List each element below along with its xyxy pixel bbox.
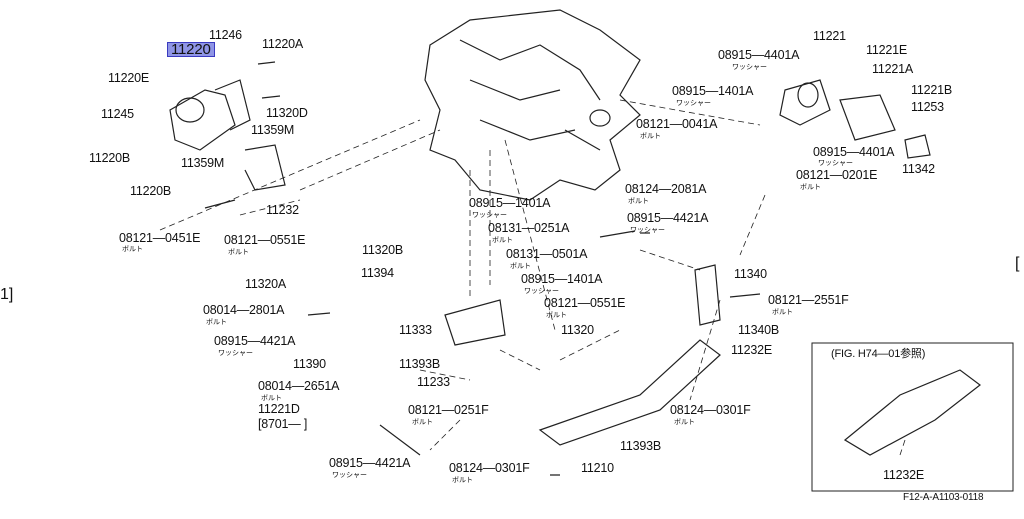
label-11359M-a: 11359M (251, 123, 295, 137)
label-08121-0551E-a: 08121—0551E (224, 233, 306, 247)
kana-bolt-7: ボルト (510, 263, 531, 270)
label-08915-1401A-a: 08915—1401A (672, 84, 754, 98)
right-edge-fragment: [ (1015, 255, 1020, 272)
label-08121-0041A: 08121—0041A (636, 117, 718, 131)
label-11342: 11342 (902, 162, 935, 176)
label-8701: [8701— ] (258, 417, 308, 431)
kana-bolt-14: ボルト (452, 477, 473, 484)
label-08915-4421A-b: 08915—4421A (214, 334, 296, 348)
label-08131-0251A: 08131—0251A (488, 221, 570, 235)
label-11340B: 11340B (738, 323, 779, 337)
kana-bolt-9: ボルト (206, 319, 227, 326)
kana-washer-7: ワッシャー (218, 350, 253, 357)
kana-bolt-13: ボルト (674, 419, 695, 426)
left-edge-fragment: 1] (0, 286, 14, 303)
label-08915-4421A-c: 08915—4421A (329, 456, 411, 470)
kana-bolt-11: ボルト (261, 395, 282, 402)
label-11320: 11320 (561, 323, 594, 337)
label-08915-1401A-b: 08915—1401A (469, 196, 551, 210)
label-08124-0301F-b: 08124—0301F (449, 461, 530, 475)
label-08014-2651A: 08014—2651A (258, 379, 340, 393)
label-11233: 11233 (417, 375, 450, 389)
label-11320B: 11320B (362, 243, 403, 257)
kana-washer-2: ワッシャー (676, 100, 711, 107)
label-11232: 11232 (266, 203, 299, 217)
label-08915-1401A-c: 08915—1401A (521, 272, 603, 286)
kana-washer-8: ワッシャー (332, 472, 367, 479)
label-08121-0551E-b: 08121—0551E (544, 296, 626, 310)
kana-bolt-4: ボルト (800, 184, 821, 191)
label-11253: 11253 (911, 100, 944, 114)
label-11393B-b: 11393B (620, 439, 661, 453)
label-08014-2801A: 08014—2801A (203, 303, 285, 317)
label-11221: 11221 (813, 29, 846, 43)
label-11245: 11245 (101, 107, 134, 121)
label-11221D: 11221D (258, 402, 300, 416)
label-11359M-b: 11359M (181, 156, 225, 170)
label-08124-0301F-a: 08124—0301F (670, 403, 751, 417)
label-11220A: 11220A (262, 37, 303, 51)
kana-bolt-5: ボルト (628, 198, 649, 205)
kana-bolt-2: ボルト (228, 249, 249, 256)
label-08121-2551F: 08121—2551F (768, 293, 849, 307)
kana-bolt-3: ボルト (640, 133, 661, 140)
kana-washer-1: ワッシャー (732, 64, 767, 71)
label-11340: 11340 (734, 267, 767, 281)
label-08121-0201E: 08121—0201E (796, 168, 878, 182)
label-11390: 11390 (293, 357, 326, 371)
kana-bolt-1: ボルト (122, 246, 143, 253)
label-11220E: 11220E (108, 71, 149, 85)
label-08915-4401A-b: 08915—4401A (813, 145, 895, 159)
inset-figure-reference: (FIG. H74—01参照) (831, 348, 926, 360)
label-11220B-a: 11220B (89, 151, 130, 165)
label-11221E: 11221E (866, 43, 907, 57)
kana-washer-4: ワッシャー (472, 212, 507, 219)
label-11232E-b: 11232E (883, 468, 924, 482)
label-08131-0501A: 08131—0501A (506, 247, 588, 261)
kana-washer-6: ワッシャー (524, 288, 559, 295)
label-11221B: 11221B (911, 83, 952, 97)
label-11210: 11210 (581, 461, 614, 475)
label-11393B-a: 11393B (399, 357, 440, 371)
label-11220B-b: 11220B (130, 184, 171, 198)
label-11232E-a: 11232E (731, 343, 772, 357)
highlighted-part-11220[interactable]: 11220 (167, 42, 215, 57)
label-11221A: 11221A (872, 62, 913, 76)
kana-bolt-10: ボルト (772, 309, 793, 316)
kana-bolt-8: ボルト (546, 312, 567, 319)
kana-washer-5: ワッシャー (630, 227, 665, 234)
kana-bolt-12: ボルト (412, 419, 433, 426)
label-08124-2081A: 08124—2081A (625, 182, 707, 196)
label-11333: 11333 (399, 323, 432, 337)
kana-washer-3: ワッシャー (818, 160, 853, 167)
label-08915-4421A-a: 08915—4421A (627, 211, 709, 225)
label-08915-4401A-a: 08915—4401A (718, 48, 800, 62)
label-08121-0451E: 08121—0451E (119, 231, 201, 245)
label-08121-0251F: 08121—0251F (408, 403, 489, 417)
label-11394: 11394 (361, 266, 394, 280)
drawing-code: F12-A-A1103-0118 (903, 492, 984, 503)
label-11320D: 11320D (266, 106, 308, 120)
label-11320A: 11320A (245, 277, 286, 291)
label-11246: 11246 (209, 28, 242, 42)
kana-bolt-6: ボルト (492, 237, 513, 244)
